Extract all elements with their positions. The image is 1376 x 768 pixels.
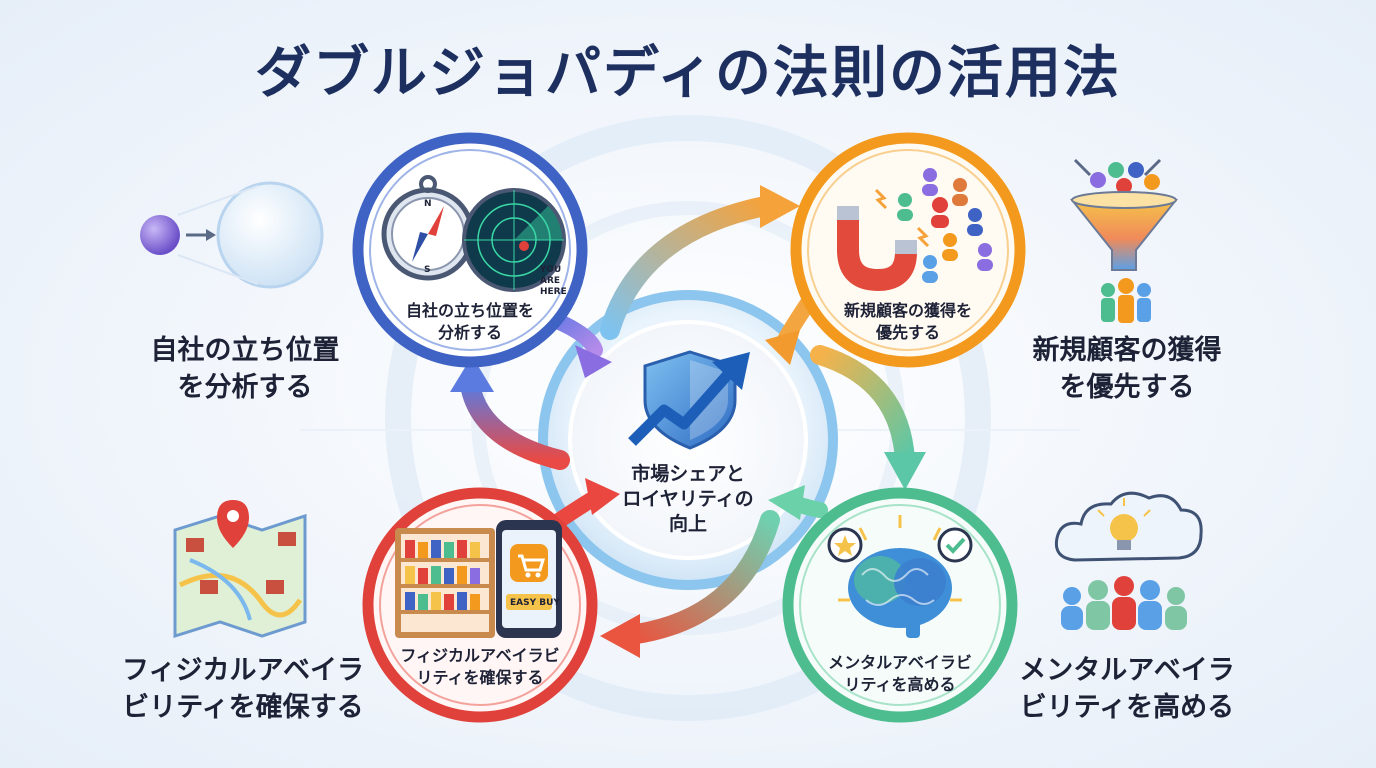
center-line-3: 向上 [668,513,707,535]
mental-circle-line-1: メンタルアベイラビ [828,653,972,672]
star-bubble-icon [827,527,863,563]
physical-side-line-2: ビリティを確保する [122,692,364,723]
center-label: 市場シェアと ロイヤリティの 向上 [600,462,776,537]
center-hub [538,290,838,590]
compass-icon: N S [381,175,475,281]
page-title: ダブルジョパディの法則の活用法 [254,41,1122,106]
people-icons [897,168,993,283]
funnel-icon [1069,158,1179,323]
radar-icon [462,188,566,292]
position-side-line-2: を分析する [177,372,313,403]
mental-circle-line-2: リティを高める [844,675,956,694]
radar-label-1: YOU [539,265,561,275]
physical-circle-label: フィジカルアベイラビ リティを確保する [392,645,568,689]
physical-side-line-1: フィジカルアベイラ [122,655,364,686]
acquisition-circle-line-2: 優先する [875,323,940,342]
expansion-bubble-icon [140,181,324,289]
position-circle: N S YOU ARE HERE [352,132,588,368]
idea-crowd-icon [1054,491,1203,630]
shield-growth-icon [628,350,750,450]
store-shelf-icon [395,528,495,638]
center-line-1: 市場シェアと [631,463,745,485]
physical-circle-line-2: リティを確保する [416,668,544,687]
acquisition-side-line-1: 新規顧客の獲得 [1032,335,1222,366]
acquisition-circle-line-1: 新規顧客の獲得を [843,301,972,320]
mental-circle [782,487,1018,723]
map-pin-icon [173,500,307,639]
glow-rays [838,515,962,602]
physical-circle-line-1: フィジカルアベイラビ [400,646,560,665]
position-side-label: 自社の立ち位置 を分析する [140,332,350,406]
mental-side-line-1: メンタルアベイラ [1019,655,1235,686]
mental-side-line-2: ビリティを高める [1019,692,1235,723]
brain-icon [848,548,952,638]
svg-text:N: N [424,199,432,209]
acquisition-circle [790,132,1026,368]
cycle-arrows [450,185,926,658]
center-line-2: ロイヤリティの [622,488,754,510]
acquisition-circle-label: 新規顧客の獲得を 優先する [830,300,986,344]
position-side-line-1: 自社の立ち位置 [150,335,340,366]
position-circle-label: 自社の立ち位置を 分析する [400,300,540,344]
radar-label-3: HERE [540,287,567,297]
acquisition-side-line-2: を優先する [1059,372,1195,403]
check-bubble-icon [937,527,973,563]
position-circle-line-2: 分析する [437,323,502,342]
magnet-icon [837,206,917,292]
physical-side-label: フィジカルアベイラ ビリティを確保する [118,652,368,726]
shop-label: EASY BUY [510,598,560,608]
position-circle-line-1: 自社の立ち位置を [405,301,534,320]
mental-circle-label: メンタルアベイラビ リティを高める [820,652,980,696]
physical-circle: EASY BUY [362,487,598,723]
mental-side-label: メンタルアベイラ ビリティを高める [1012,652,1242,726]
smartphone-icon: EASY BUY [496,520,562,638]
acquisition-side-label: 新規顧客の獲得 を優先する [1022,332,1232,406]
radar-label-2: ARE [540,276,560,286]
svg-text:S: S [424,265,430,275]
